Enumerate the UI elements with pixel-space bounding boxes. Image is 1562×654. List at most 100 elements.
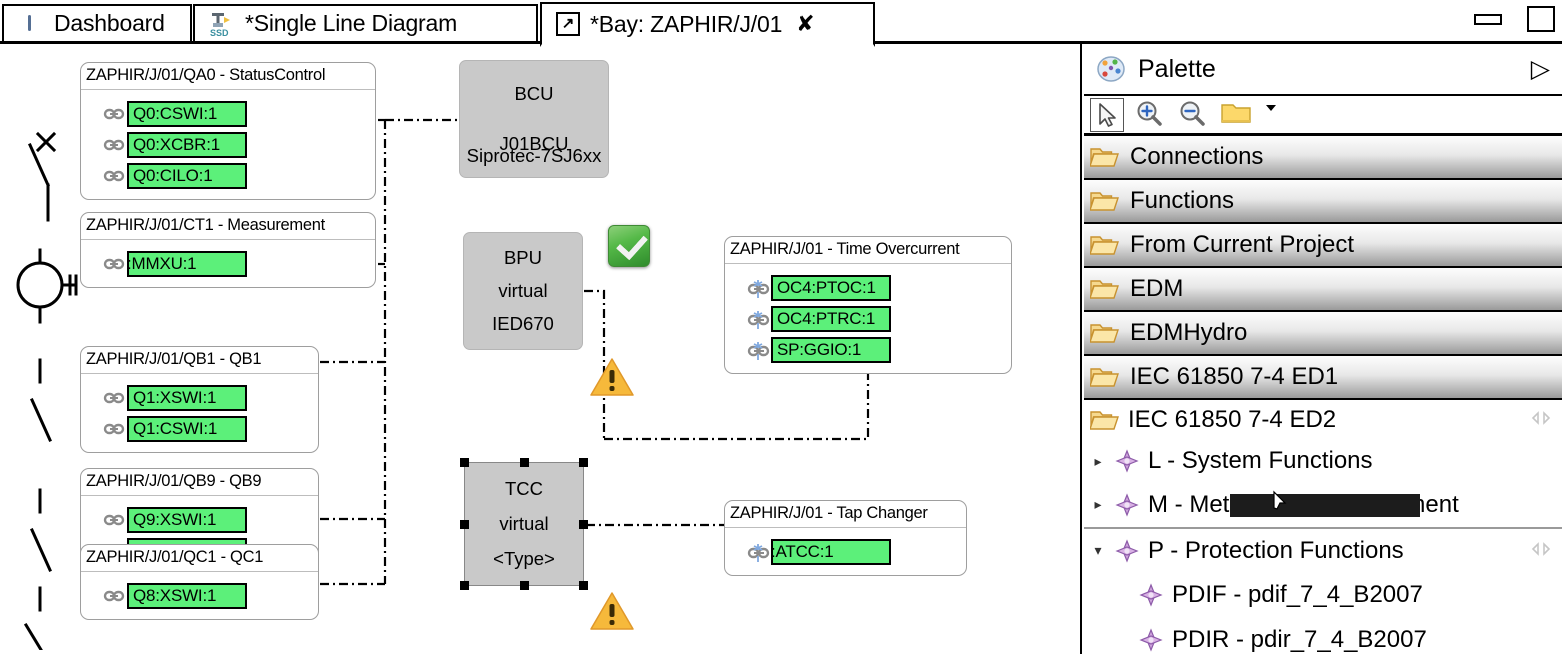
globe-icon <box>18 11 44 37</box>
ln-group-header: ZAPHIR/J/01/CT1 - Measurement <box>81 213 375 240</box>
palette-category-connections[interactable]: Connections <box>1084 136 1562 180</box>
tree-item-pdif[interactable]: PDIF - pdif_7_4_B2007 <box>1084 572 1562 617</box>
palette-category-from-current-project[interactable]: From Current Project <box>1084 224 1562 268</box>
palette-panel[interactable]: Palette ▷ <box>1084 44 1562 654</box>
resize-handle-sw[interactable] <box>460 581 469 590</box>
resize-handle-w[interactable] <box>460 520 469 529</box>
ln-node[interactable]: :ATCC:1 <box>725 536 966 567</box>
ln-group-body: Q1:XSWI:1 Q1:CSWI:1 <box>81 374 318 452</box>
ln-node[interactable]: OC4:PTOC:1 <box>725 272 1011 303</box>
palette-category-edm[interactable]: EDM <box>1084 268 1562 312</box>
ln-node[interactable]: Q1:XSWI:1 <box>81 382 318 413</box>
ln-group-body: :MMXU:1 <box>81 240 375 287</box>
ln-node[interactable]: Q9:XSWI:1 <box>81 504 318 535</box>
palette-category-label: IEC 61850 7-4 ED2 <box>1128 406 1337 433</box>
tree-item-m-metering-measurement[interactable]: ▸ M - Metering & Measurement <box>1084 482 1562 527</box>
ied-type: Siprotec-7SJ6xx <box>466 145 602 166</box>
ln-group-body: :ATCC:1 <box>725 528 966 575</box>
ln-group-time-overcurrent[interactable]: ZAPHIR/J/01 - Time Overcurrent OC4:PTOC:… <box>724 236 1012 374</box>
bay-editor-canvas[interactable]: ZAPHIR/J/01/QA0 - StatusControl Q0:CSWI:… <box>0 44 1082 654</box>
link-icon <box>103 587 125 605</box>
pin-icon[interactable] <box>1530 406 1552 434</box>
resize-handle-nw[interactable] <box>460 458 469 467</box>
palette-category-iec-61850-7-4-ed1[interactable]: IEC 61850 7-4 ED1 <box>1084 356 1562 400</box>
link-sync-icon <box>747 543 770 562</box>
palette-category-label: Functions <box>1130 187 1235 214</box>
tab-label: *Single Line Diagram <box>245 10 458 36</box>
status-warning-icon <box>589 590 635 632</box>
window-controls <box>1470 4 1556 32</box>
ln-group-body: Q8:XSWI:1 <box>81 572 318 619</box>
link-icon <box>103 255 125 273</box>
tab-dashboard[interactable]: Dashboard <box>2 4 192 44</box>
ln-group-qa0[interactable]: ZAPHIR/J/01/QA0 - StatusControl Q0:CSWI:… <box>80 62 376 200</box>
palette-header: Palette ▷ <box>1084 44 1562 96</box>
ln-group-qb1[interactable]: ZAPHIR/J/01/QB1 - QB1 Q1:XSWI:1 Q1:CSWI:… <box>80 346 319 453</box>
ln-group-body: OC4:PTOC:1 OC4:PTRC:1 <box>725 264 1011 373</box>
ln-group-tap-changer[interactable]: ZAPHIR/J/01 - Tap Changer :ATCC:1 <box>724 500 967 576</box>
pin-icon[interactable] <box>1530 537 1552 565</box>
tree-item-l-system-functions[interactable]: ▸ L - System Functions <box>1084 440 1562 482</box>
ln-group-qc1[interactable]: ZAPHIR/J/01/QC1 - QC1 Q8:XSWI:1 <box>80 544 319 620</box>
dropdown-arrow-icon[interactable] <box>1262 98 1280 132</box>
ln-node-label: Q8:XSWI:1 <box>127 582 247 609</box>
minimize-icon[interactable] <box>1470 4 1504 30</box>
palette-icon <box>1096 54 1126 84</box>
resize-handle-n[interactable] <box>520 458 529 467</box>
ied-name: BCU <box>514 83 554 104</box>
folder-icon <box>1089 365 1120 389</box>
tree-item-label: PDIR - pdir_7_4_B2007 <box>1172 625 1427 653</box>
palette-category-label: From Current Project <box>1130 231 1355 258</box>
ln-node-label: Q9:XSWI:1 <box>127 506 247 533</box>
link-icon <box>103 389 125 407</box>
tab-single-line-diagram[interactable]: SSD *Single Line Diagram <box>193 4 538 44</box>
maximize-icon[interactable] <box>1522 4 1556 32</box>
status-ok-icon <box>608 225 650 267</box>
folder-icon <box>1089 321 1120 345</box>
folder-tool-button[interactable] <box>1219 98 1253 132</box>
ln-node-label: :MMXU:1 <box>127 250 247 277</box>
ln-node-label: Q0:CSWI:1 <box>127 100 247 127</box>
zoom-out-tool-button[interactable] <box>1176 98 1210 132</box>
select-tool-button[interactable] <box>1090 97 1124 132</box>
tab-close-icon[interactable]: ✘ <box>796 11 815 36</box>
chevron-right-icon[interactable]: ▸ <box>1094 452 1102 469</box>
zoom-in-tool-button[interactable] <box>1133 98 1167 132</box>
tab-label: *Bay: ZAPHIR/J/01 <box>590 10 783 37</box>
tree-item-label: M - Metering & Measurement <box>1148 490 1459 518</box>
palette-category-iec-61850-7-4-ed2[interactable]: IEC 61850 7-4 ED2 <box>1084 400 1562 440</box>
tree-item-pdir[interactable]: PDIR - pdir_7_4_B2007 <box>1084 617 1562 654</box>
palette-category-edmhydro[interactable]: EDMHydro <box>1084 312 1562 356</box>
ln-node[interactable]: Q8:XSWI:1 <box>81 580 318 611</box>
tree-item-p-protection-functions[interactable]: ▾ P - Protection Functions <box>1084 527 1562 572</box>
resize-handle-ne[interactable] <box>579 458 588 467</box>
ied-box-bpu[interactable]: BPU virtual IED670 <box>463 232 583 350</box>
resize-handle-e[interactable] <box>579 520 588 529</box>
ied-type: <Type> <box>493 548 555 570</box>
ln-group-body: Q0:CSWI:1 Q0:XCBR:1 Q0:CILO:1 <box>81 90 375 199</box>
chevron-down-icon[interactable]: ▾ <box>1094 542 1102 558</box>
ln-group-ct1[interactable]: ZAPHIR/J/01/CT1 - Measurement :MMXU:1 <box>80 212 376 288</box>
chevron-right-icon[interactable]: ▸ <box>1094 496 1102 512</box>
ln-node[interactable]: SP:GGIO:1 <box>725 334 1011 365</box>
tab-bay-zaphir[interactable]: *Bay: ZAPHIR/J/01 ✘ <box>540 2 875 47</box>
ln-group-header: ZAPHIR/J/01 - Time Overcurrent <box>725 237 1011 264</box>
palette-category-label: Connections <box>1130 143 1264 170</box>
ln-node[interactable]: Q0:CILO:1 <box>81 160 375 191</box>
ied-box-bcu[interactable]: BCU J01BCU Siprotec-7SJ6xx <box>459 60 609 178</box>
ln-node[interactable]: Q0:XCBR:1 <box>81 129 375 160</box>
ln-node[interactable]: OC4:PTRC:1 <box>725 303 1011 334</box>
resize-handle-s[interactable] <box>520 581 529 590</box>
link-icon <box>103 136 125 154</box>
ln-node[interactable]: Q1:CSWI:1 <box>81 413 318 444</box>
ln-group-header: ZAPHIR/J/01 - Tap Changer <box>725 501 966 528</box>
resize-handle-se[interactable] <box>579 581 588 590</box>
palette-category-functions[interactable]: Functions <box>1084 180 1562 224</box>
palette-expand-icon[interactable]: ▷ <box>1530 55 1550 83</box>
ln-class-icon <box>1114 538 1140 564</box>
ied-type: IED670 <box>492 313 554 335</box>
ln-node[interactable]: Q0:CSWI:1 <box>81 98 375 129</box>
ln-node[interactable]: :MMXU:1 <box>81 248 375 279</box>
ied-box-tcc[interactable]: TCC virtual <Type> <box>460 458 588 590</box>
single-line-symbols <box>16 131 78 650</box>
